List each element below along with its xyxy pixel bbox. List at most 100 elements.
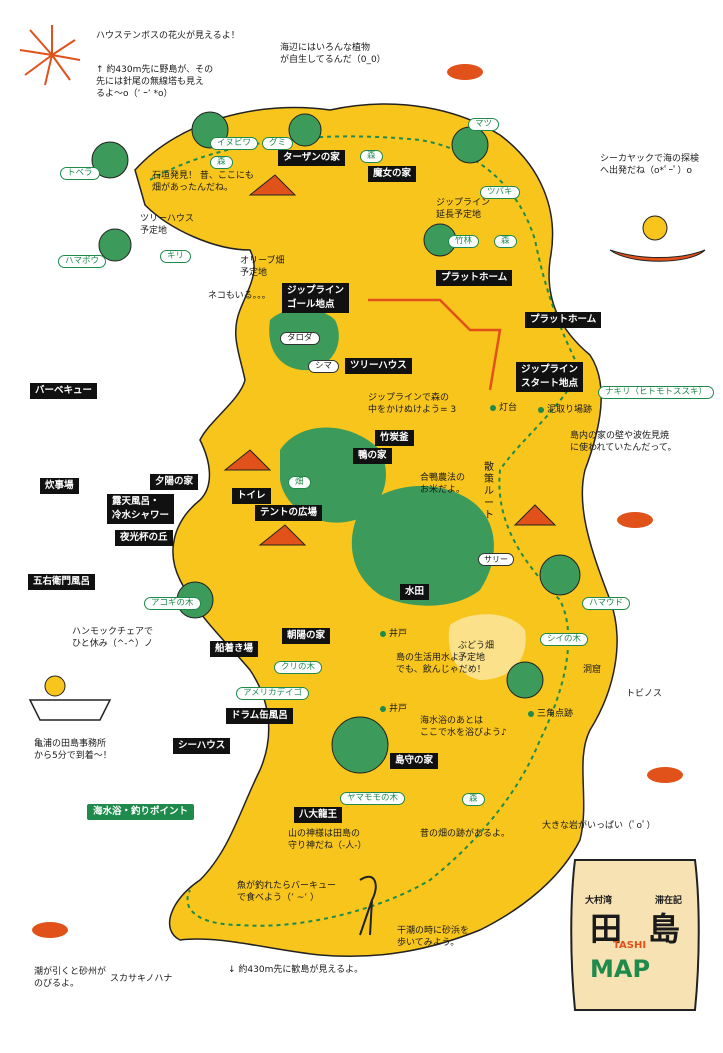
poi-triangulation-label: 三角点跡 <box>537 709 574 719</box>
poi-well-2: 井戸 <box>380 703 407 715</box>
pill-shima: シマ <box>308 360 340 373</box>
pill-nakiri: ナキリ（ヒトモトススキ） <box>598 386 715 399</box>
label-hachidai: 八大龍王 <box>294 807 343 823</box>
note-sandbar: 潮が引くと砂州が のびるよ。 <box>34 967 107 989</box>
label-funatsuki: 船着き場 <box>210 641 259 657</box>
label-roten: 露天風呂・ 冷水シャワー <box>107 494 175 524</box>
poi-well-1: 井戸 <box>380 628 407 640</box>
note-stonewall: 石垣発見！ 昔、ここにも 畑があったんだね。 <box>152 171 254 193</box>
note-tide: 干潮の時に砂浜を 歩いてみよう。 <box>397 926 470 948</box>
label-treehouse: ツリーハウス <box>345 358 412 374</box>
note-seawater: 海水浴のあとは ここで水を浴びよう♪ <box>420 716 507 738</box>
note-cat: ネコもいる。。。 <box>208 291 271 301</box>
poi-dot <box>490 404 496 411</box>
label-tent-square: テントの広場 <box>255 505 323 521</box>
title-main-2: 島 <box>648 910 681 948</box>
title-romaji: TASHI <box>613 940 647 951</box>
pill-tsubaki: ツバキ <box>480 186 520 199</box>
label-platform-2: プラットホーム <box>525 312 602 328</box>
pill-inubiwa: イヌビワ <box>210 137 259 150</box>
note-bbq-fish: 魚が釣れたらバーキュー で食べよう（’ ~’ ） <box>237 881 337 903</box>
note-fireworks: ハウステンボスの花火が見えるよ！ <box>96 31 240 41</box>
note-well: 島の生活用水よ。 でも、飲んじゃだめ！ <box>396 653 486 675</box>
note-treehouse-plan: ツリーハウス 予定地 <box>140 214 194 236</box>
label-bbq: バーベキュー <box>30 383 98 399</box>
poi-cave-label: 洞窟 <box>583 665 602 675</box>
poi-dot <box>538 406 544 413</box>
pill-hatake: 畑 <box>288 476 311 489</box>
fish-icons <box>32 64 683 938</box>
label-tankiln: 竹炭釜 <box>375 430 414 446</box>
note-grape-plan: ぶどう畑 予定地 <box>458 641 495 663</box>
label-platform-1: プラットホーム <box>436 270 513 286</box>
poi-tobinosu-label: トビノス <box>626 689 663 699</box>
poi-mud-site: 泥取り場跡 <box>538 404 592 416</box>
label-toilet: トイレ <box>232 488 271 504</box>
pill-matsu: マツ <box>468 118 500 131</box>
title-subtitle: 滞在記 <box>655 896 683 906</box>
label-goemon: 五右衛門風呂 <box>28 574 96 590</box>
pill-hamabou: ハマボウ <box>58 255 107 268</box>
zipline-route <box>368 298 502 391</box>
label-seahouse: シーハウス <box>173 738 231 754</box>
forest-field <box>351 486 494 606</box>
note-nokoshima: ↑ 約430m先に野島が、その 先には針尾の無線塔も見え るよ〜o（’ ｰ’ *… <box>96 65 214 99</box>
pill-amerika: アメリカデイゴ <box>236 687 310 700</box>
poi-lighthouse-label: 灯台 <box>499 403 518 413</box>
poi-triangulation: 三角点跡 <box>528 708 573 720</box>
pill-sally: サリー <box>478 553 514 566</box>
pill-mori-3: 森 <box>494 235 517 248</box>
note-zipline-forest: ジップラインで森の 中をかけぬけよう= 3 <box>368 393 457 415</box>
note-oldfield: 昔の畑の跡があるよ。 <box>420 829 511 839</box>
pill-mori-4: 森 <box>462 793 485 806</box>
note-aigamo: 合鴨農法の お米だよ。 <box>420 473 466 495</box>
label-yakou-hill: 夜光杯の丘 <box>115 530 173 546</box>
poi-well-1-label: 井戸 <box>389 629 408 639</box>
note-zip-ext: ジップライン 延長予定地 <box>436 198 491 220</box>
label-suiden: 水田 <box>400 584 430 600</box>
boat-icon <box>28 675 112 721</box>
pill-mori-2: 森 <box>360 150 383 163</box>
label-zipline-goal: ジップライン ゴール地点 <box>282 283 350 313</box>
poi-dot <box>528 710 534 717</box>
poi-lighthouse: 灯台 <box>490 402 517 414</box>
label-drum-bath: ドラム缶風呂 <box>226 708 293 724</box>
poi-well-2-label: 井戸 <box>389 704 408 714</box>
kayak-icon <box>609 215 706 262</box>
fireworks-icon <box>19 25 81 86</box>
label-kitchen: 炊事場 <box>40 478 79 494</box>
title-prefecture: 大村湾 <box>585 896 613 906</box>
pill-kiri: キリ <box>160 250 192 263</box>
pill-kurinoki: クリの木 <box>274 661 323 674</box>
title-seal <box>570 859 700 1011</box>
title-map: MAP <box>590 955 651 983</box>
label-yuhi-house: 夕陽の家 <box>150 474 199 490</box>
label-asahi-house: 朝陽の家 <box>282 628 331 644</box>
poi-dot <box>380 705 386 712</box>
pill-chikurin: 竹林 <box>448 235 480 248</box>
note-hammock: ハンモックチェアで ひと休み（^-^）ノ <box>72 627 154 649</box>
note-kameura: 亀浦の田島事務所 から5分で到着〜！ <box>34 739 112 761</box>
label-tarzan-house: ターザンの家 <box>278 150 345 166</box>
pill-shiinoki: シイの木 <box>540 633 589 646</box>
label-zipline-start: ジップライン スタート地点 <box>516 362 584 392</box>
label-swim-fishing: 海水浴・釣りポイント <box>87 804 195 820</box>
note-olive-plan: オリーブ畑 予定地 <box>240 256 285 278</box>
heron-icon <box>359 875 377 936</box>
label-witch-house: 魔女の家 <box>368 166 417 182</box>
pill-hamaudo: ハマウド <box>582 597 631 610</box>
note-rocks: 大きな岩がいっぱい（ﾟoﾟ） <box>542 821 656 831</box>
note-hainoshima: ↓ 約430m先に歓島が見えるよ。 <box>228 965 364 975</box>
label-kamo-house: 鴨の家 <box>353 448 392 464</box>
pill-yamamomo: ヤマモモの木 <box>340 792 406 805</box>
note-sukasaki: スカサキノハナ <box>110 974 173 984</box>
note-mudbath: 島内の家の壁や波佐見焼 に使われていたんだって。 <box>570 431 677 453</box>
label-shimamori-house: 島守の家 <box>390 753 439 769</box>
pill-akogi: アコギの木 <box>144 597 201 610</box>
tent-icons <box>223 174 557 546</box>
note-trail: 散 策 ル ー ト <box>484 462 494 521</box>
title-main-1: 田 <box>590 910 623 948</box>
pill-mori-1: 森 <box>210 156 233 169</box>
poi-tobinosu: トビノス <box>626 688 662 700</box>
